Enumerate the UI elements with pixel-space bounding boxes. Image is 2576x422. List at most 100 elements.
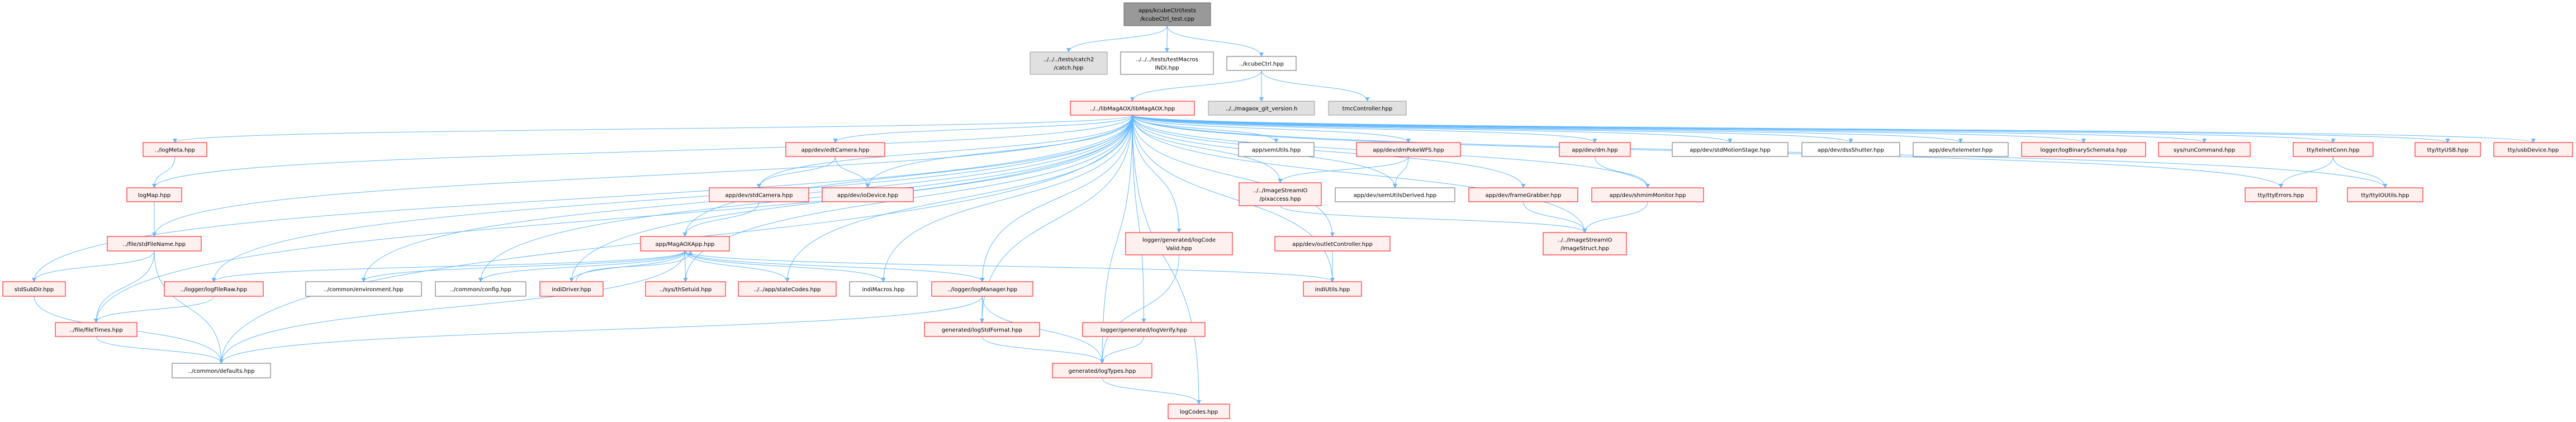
node-fileTimes[interactable]: ../file/fileTimes.hpp <box>55 322 137 337</box>
edge-layer <box>32 25 2535 405</box>
node-dm[interactable]: app/dev/dm.hpp <box>1559 142 1631 157</box>
node-ImageStruct[interactable]: ../../ImageStreamIO/ImageStruct.hpp <box>1543 232 1627 255</box>
node-label: ../file/stdFileName.hpp <box>123 241 186 248</box>
edge-logTypes-to-logCodes <box>1102 377 1201 405</box>
edge-libMagAOX-to-telnetConn <box>1132 115 2335 143</box>
node-ttyErrors[interactable]: tty/ttyErrors.hpp <box>2245 187 2317 202</box>
node-stateCodes[interactable]: ../../app/stateCodes.hpp <box>738 281 837 297</box>
node-config[interactable]: ../common/config.hpp <box>435 281 526 297</box>
node-gitver[interactable]: ../../magaox_git_version.h <box>1208 101 1315 116</box>
node-stdFileName[interactable]: ../file/stdFileName.hpp <box>107 236 202 252</box>
node-box <box>1672 142 1789 157</box>
node-semUtilsDerived[interactable]: app/dev/semUtilsDerived.hpp <box>1335 187 1455 202</box>
node-label: ../../magaox_git_version.h <box>1226 106 1298 112</box>
node-ttyUSB[interactable]: tty/ttyUSB.hpp <box>2414 142 2481 157</box>
node-label: ../../../tests/testMacros <box>1136 57 1198 63</box>
node-libMagAOX[interactable]: ../../libMagAOX/libMagAOX.hpp <box>1070 101 1195 116</box>
edge-pixaccess-to-ImageStruct <box>1280 205 1587 233</box>
node-thSetuid[interactable]: ../sys/thSetuid.hpp <box>645 281 726 297</box>
edge-stdCamera-to-MagAOXApp <box>682 201 760 237</box>
node-stdMotionStage[interactable]: app/dev/stdMotionStage.hpp <box>1672 142 1789 157</box>
edge-libMagAOX-to-dm <box>1132 115 1597 143</box>
node-label: app/dev/dm.hpp <box>1572 148 1617 154</box>
node-defaults[interactable]: ../common/defaults.hpp <box>172 363 271 378</box>
node-label: logger/generated/logVerify.hpp <box>1100 328 1187 334</box>
node-stdSubDir[interactable]: stdSubDir.hpp <box>2 281 66 297</box>
node-box <box>1052 363 1152 378</box>
node-indiDriver[interactable]: indiDriver.hpp <box>539 281 604 297</box>
node-label: ../../app/stateCodes.hpp <box>754 287 821 293</box>
node-box <box>2493 142 2573 157</box>
node-root[interactable]: apps/kcubeCtrl/tests/kcubeCtrl_test.cpp <box>1123 2 1211 26</box>
node-label: tty/telnetConn.hpp <box>2307 148 2359 154</box>
node-box <box>1030 51 1108 75</box>
edge-shmimMonitor-to-ImageStruct <box>1582 201 1648 233</box>
node-indiUtils[interactable]: indiUtils.hpp <box>1303 281 1362 297</box>
edge-MagAOXApp-to-thSetuid <box>683 250 688 282</box>
node-MagAOXApp[interactable]: app/MagAOXApp.hpp <box>640 236 730 252</box>
node-label: /kcubeCtrl_test.cpp <box>1140 16 1194 22</box>
edge-libMagAOX-to-logTypes <box>1100 115 1133 364</box>
node-label: stdSubDir.hpp <box>15 287 54 293</box>
node-label: INDI.hpp <box>1155 65 1179 72</box>
node-ttyIOUtils[interactable]: tty/ttyIOUtils.hpp <box>2347 187 2423 202</box>
node-runCommand[interactable]: sys/runCommand.hpp <box>2158 142 2251 157</box>
node-box <box>1082 322 1206 337</box>
node-logBinarySchemata[interactable]: logger/logBinarySchemata.hpp <box>2021 142 2146 157</box>
node-telemeter[interactable]: app/dev/telemeter.hpp <box>1913 142 2009 157</box>
node-box <box>1356 142 1461 157</box>
node-logVerify[interactable]: logger/generated/logVerify.hpp <box>1082 322 1206 337</box>
node-dssShutter[interactable]: app/dev/dssShutter.hpp <box>1801 142 1900 157</box>
node-catch[interactable]: ../../../tests/catch2/catch.hpp <box>1030 51 1108 75</box>
node-box <box>822 187 914 202</box>
node-stdCamera[interactable]: app/dev/stdCamera.hpp <box>709 187 809 202</box>
node-logFileRaw[interactable]: ../logger/logFileRaw.hpp <box>164 281 264 297</box>
node-box <box>1559 142 1631 157</box>
edge-root-to-testMacros <box>1165 25 1170 53</box>
edge-libMagAOX-to-frameGrabber <box>1132 115 1526 188</box>
edge-libMagAOX-to-logCodes <box>1132 115 1201 405</box>
node-label: app/dev/outletController.hpp <box>1292 241 1373 248</box>
node-logTypes[interactable]: generated/logTypes.hpp <box>1052 363 1152 378</box>
node-ioDevice[interactable]: app/dev/ioDevice.hpp <box>822 187 914 202</box>
node-usbDevice[interactable]: tty/usbDevice.hpp <box>2493 142 2573 157</box>
node-environment[interactable]: ../common/environment.hpp <box>305 281 422 297</box>
edge-MagAOXApp-to-defaults <box>219 250 685 364</box>
node-dmPokeWFS[interactable]: app/dev/dmPokeWFS.hpp <box>1356 142 1461 157</box>
edge-logFileRaw-to-fileTimes <box>94 296 214 323</box>
node-outletController[interactable]: app/dev/outletController.hpp <box>1274 236 1391 252</box>
node-edtCamera[interactable]: app/dev/edtCamera.hpp <box>785 142 885 157</box>
edge-libMagAOX-to-stdMotionStage <box>1132 115 1733 143</box>
node-shmimMonitor[interactable]: app/dev/shmimMonitor.hpp <box>1591 187 1704 202</box>
node-logManager[interactable]: ../logger/logManager.hpp <box>931 281 1033 297</box>
node-label: tmcController.hpp <box>1342 106 1393 112</box>
node-telnetConn[interactable]: tty/telnetConn.hpp <box>2293 142 2374 157</box>
node-box <box>1238 142 1315 157</box>
node-logMeta[interactable]: ../logMeta.hpp <box>143 142 207 157</box>
node-label: /catch.hpp <box>1054 65 1084 72</box>
node-pixaccess[interactable]: ../../ImageStreamIO/pixaccess.hpp <box>1239 182 1322 206</box>
node-kcubeCtrl[interactable]: ../kcubeCtrl.hpp <box>1226 56 1297 71</box>
edge-logMeta-to-logMap <box>152 156 175 188</box>
node-label: indiDriver.hpp <box>552 287 591 293</box>
node-frameGrabber[interactable]: app/dev/frameGrabber.hpp <box>1468 187 1578 202</box>
edge-logStdFormat-to-logTypes <box>981 336 1104 364</box>
edge-telnetConn-to-ttyErrors <box>2279 156 2333 188</box>
node-box <box>645 281 726 297</box>
node-box <box>785 142 885 157</box>
node-logStdFormat[interactable]: generated/logStdFormat.hpp <box>924 322 1040 337</box>
node-indiMacros[interactable]: indiMacros.hpp <box>849 281 918 297</box>
node-logMap[interactable]: logMap.hpp <box>126 187 182 202</box>
node-box <box>1801 142 1900 157</box>
node-logCodes[interactable]: logCodes.hpp <box>1168 404 1230 419</box>
edge-libMagAOX-to-logCodeValid <box>1132 115 1182 233</box>
node-box <box>1239 182 1322 206</box>
node-semUtils[interactable]: app/semUtils.hpp <box>1238 142 1315 157</box>
node-tmc[interactable]: tmcController.hpp <box>1328 101 1407 116</box>
edge-logManager-to-defaults <box>219 296 983 364</box>
node-label: app/dev/stdCamera.hpp <box>725 193 793 199</box>
